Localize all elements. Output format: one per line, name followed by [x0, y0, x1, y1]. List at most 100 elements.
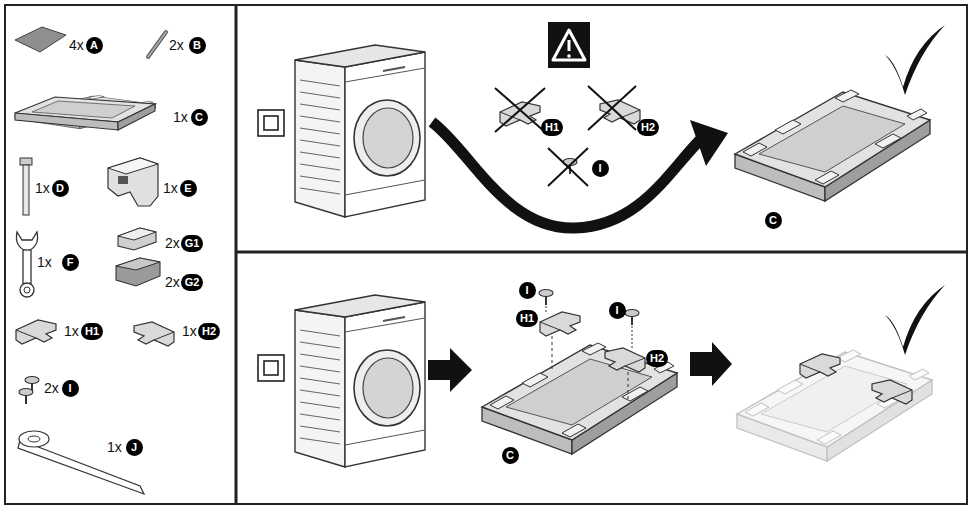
parts-list	[19, 389, 33, 405]
callout-letter: H1	[81, 323, 103, 340]
bottom-scenario	[482, 343, 677, 454]
bottom-scenario	[605, 348, 645, 372]
top-scenario	[258, 110, 284, 136]
bottom-scenario	[258, 355, 284, 381]
callout-letter: H2	[646, 350, 668, 367]
callout-letter: H2	[637, 119, 659, 136]
top-scenario	[735, 90, 930, 201]
quantity-label: 2x	[44, 380, 59, 396]
callout-letter: A	[86, 37, 103, 54]
bottom-scenario	[737, 350, 932, 461]
callout-letter: H1	[541, 119, 563, 136]
top-scenario	[295, 45, 425, 217]
top-scenario	[885, 25, 945, 95]
quantity-label: 1x	[107, 439, 122, 455]
parts-list	[116, 258, 160, 286]
callout-letter: I	[592, 160, 609, 177]
top-scenario	[588, 86, 636, 130]
frame	[5, 5, 967, 504]
bottom-scenario	[546, 306, 547, 314]
bottom-scenario	[258, 355, 284, 381]
top-scenario	[548, 148, 588, 186]
top-scenario	[495, 88, 545, 132]
callout-letter: G2	[181, 274, 203, 291]
frame	[5, 5, 967, 504]
top-scenario	[258, 110, 284, 136]
callout-text: A	[90, 37, 98, 54]
parts-list	[134, 322, 174, 346]
callout-letter: B	[189, 37, 206, 54]
parts-list	[24, 287, 30, 293]
parts-list	[118, 228, 156, 240]
callout-text: H2	[650, 350, 664, 367]
bottom-scenario	[872, 380, 912, 404]
quantity-label: 2x	[169, 37, 184, 53]
parts-list	[134, 322, 174, 346]
top-scenario	[735, 90, 930, 201]
bottom-scenario	[539, 290, 553, 306]
bottom-scenario	[800, 354, 840, 378]
bottom-scenario	[872, 380, 912, 404]
callout-letter: D	[52, 180, 69, 197]
quantity-label: 1x	[35, 180, 50, 196]
top-scenario	[567, 54, 571, 58]
callout-letter: J	[126, 439, 143, 456]
callout-text: D	[56, 180, 64, 197]
quantity-label: 1x	[64, 323, 79, 339]
bottom-scenario	[737, 350, 932, 461]
parts-list	[32, 101, 135, 118]
callout-text: C	[506, 447, 514, 464]
parts-list	[16, 320, 56, 344]
bottom-scenario	[885, 285, 945, 355]
parts-list	[15, 27, 66, 52]
bottom-scenario	[625, 310, 639, 326]
quantity-label: 4x	[69, 37, 84, 53]
callout-text: G1	[185, 235, 200, 252]
parts-list	[28, 436, 40, 442]
callout-letter: I	[62, 380, 79, 397]
quantity-label: 1x	[163, 180, 178, 196]
callout-letter: H1	[516, 310, 538, 327]
callout-text: E	[184, 180, 191, 197]
parts-list	[118, 228, 156, 250]
parts-list	[19, 389, 33, 405]
callout-text: H1	[85, 323, 99, 340]
top-scenario	[295, 45, 425, 217]
bottom-scenario	[295, 295, 425, 467]
top-scenario	[548, 148, 588, 186]
quantity-label: 1x	[182, 323, 197, 339]
bottom-scenario	[540, 312, 580, 336]
top-scenario	[568, 40, 571, 51]
callout-text: C	[195, 109, 203, 126]
parts-list	[118, 176, 128, 184]
callout-letter: C	[765, 212, 782, 229]
bottom-scenario	[539, 290, 553, 306]
callout-text: I	[615, 302, 618, 319]
quantity-label: 2x	[165, 235, 180, 251]
top-scenario	[690, 120, 728, 166]
bottom-scenario	[552, 336, 553, 372]
bottom-scenario	[605, 348, 645, 372]
bottom-scenario	[428, 348, 472, 392]
parts-list	[19, 431, 49, 447]
top-scenario	[553, 30, 585, 60]
parts-list	[15, 27, 174, 494]
callout-letter: I	[519, 282, 536, 299]
quantity-label: 1x	[37, 254, 52, 270]
callout-letter: F	[62, 254, 79, 271]
bottom-scenario	[625, 310, 639, 326]
callout-text: H1	[520, 310, 534, 327]
bottom-scenario	[482, 343, 677, 454]
parts-list	[148, 32, 166, 57]
bottom-scenario	[632, 326, 633, 348]
callout-text: I	[525, 282, 528, 299]
frame	[236, 251, 967, 254]
callout-text: I	[598, 160, 601, 177]
top-scenario	[495, 88, 545, 132]
callout-text: G2	[185, 274, 200, 291]
callout-text: H2	[202, 323, 216, 340]
parts-list	[108, 158, 158, 174]
bottom-scenario	[885, 285, 945, 355]
callout-letter: I	[609, 302, 626, 319]
